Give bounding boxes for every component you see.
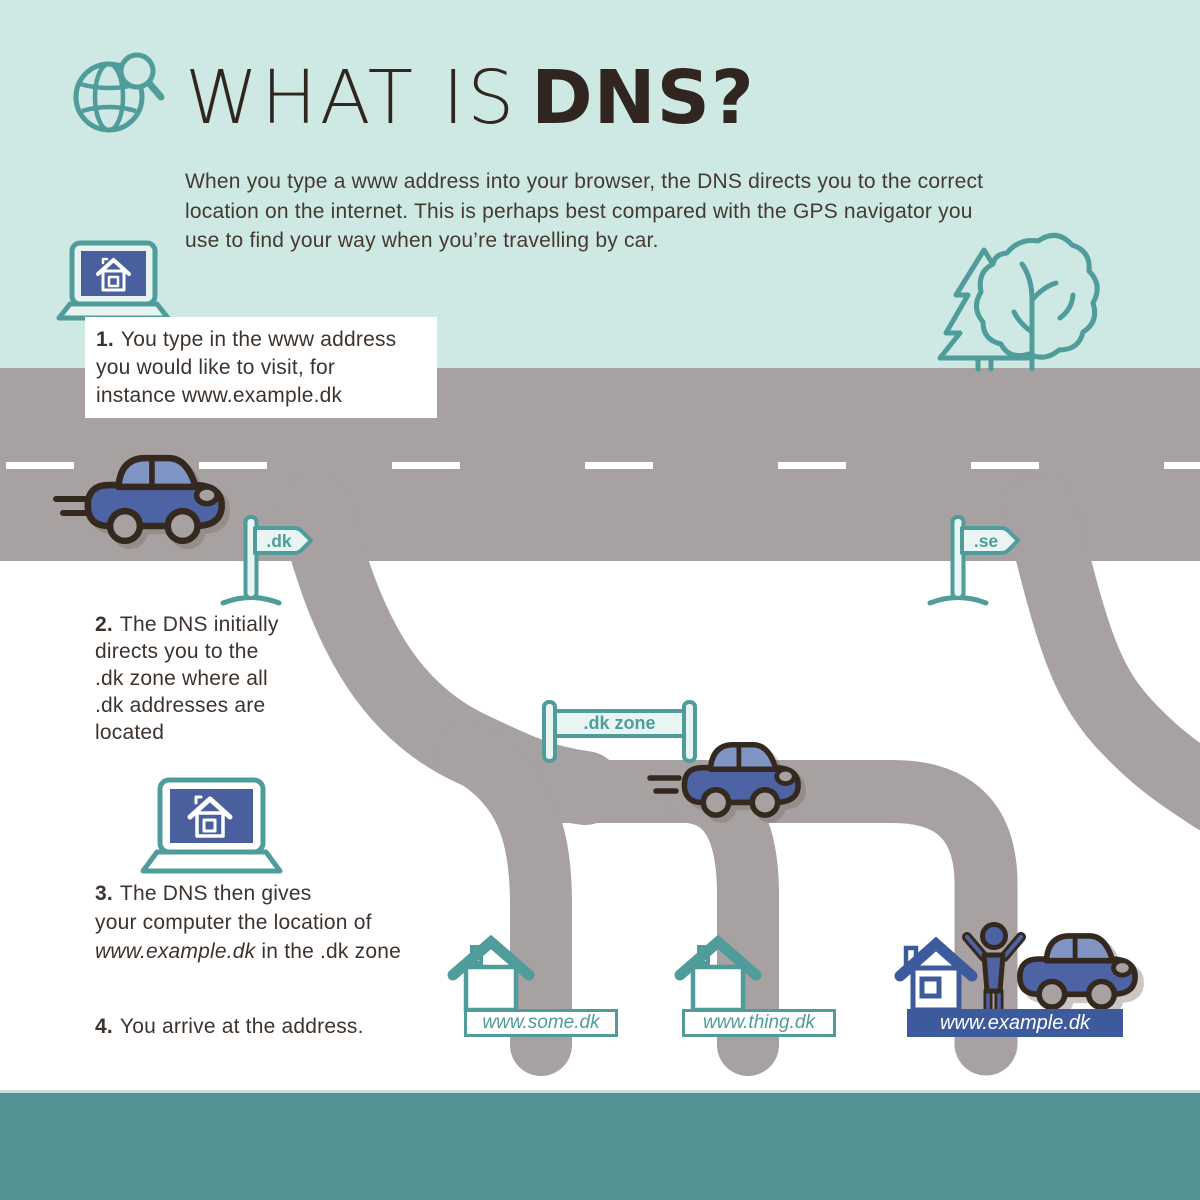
laptop-icon-2: [140, 777, 283, 874]
destination-sign-some: www.some.dk: [464, 1009, 618, 1037]
step-1-callout: 1.You type in the www address you would …: [85, 317, 437, 418]
step-1-number: 1.: [96, 328, 114, 351]
car-icon-3: [1020, 936, 1135, 1007]
title-thin-part: WHAT IS: [185, 55, 518, 141]
dk-zone-gate-label: .dk zone: [583, 713, 656, 733]
step-3-italic-url: www.example.dk: [95, 940, 256, 963]
intro-paragraph: When you type a www address into your br…: [185, 167, 1105, 256]
destination-sign-thing: www.thing.dk: [682, 1009, 836, 1037]
step-3-number: 3.: [95, 882, 113, 905]
step-2-text: 2.The DNS initially directs you to the .…: [95, 613, 279, 744]
car-icon-1: [88, 458, 222, 541]
intro-line: use to find your way when you’re travell…: [185, 229, 659, 252]
step-2-number: 2.: [95, 613, 113, 636]
dk-sign-label: .dk: [266, 531, 292, 551]
person-icon: [962, 922, 1026, 1018]
se-sign-label: .se: [973, 531, 999, 551]
speed-lines-1: [53, 496, 91, 516]
road-dk-zone: [520, 760, 1018, 1076]
title-bold-part: DNS?: [531, 55, 755, 141]
step-4-number: 4.: [95, 1015, 113, 1038]
house-thing-icon: [674, 934, 762, 1013]
road-dk-branch: [279, 473, 622, 825]
road-to-some-dk: [437, 721, 572, 1076]
speed-lines-2: [647, 775, 682, 794]
destination-banner-example: www.example.dk: [907, 1009, 1123, 1037]
road-se-branch: [1004, 473, 1200, 830]
intro-line: When you type a www address into your br…: [185, 170, 984, 193]
footer-bar: [0, 1090, 1200, 1200]
road-to-thing-dk: [664, 762, 779, 1076]
step-4-text: 4.You arrive at the address.: [95, 1015, 364, 1038]
house-example-icon: [894, 936, 978, 1013]
car-icon-2: [684, 745, 798, 815]
step-3-text: 3.The DNS then gives your computer the l…: [95, 882, 402, 963]
intro-line: location on the internet. This is perhap…: [185, 199, 973, 223]
